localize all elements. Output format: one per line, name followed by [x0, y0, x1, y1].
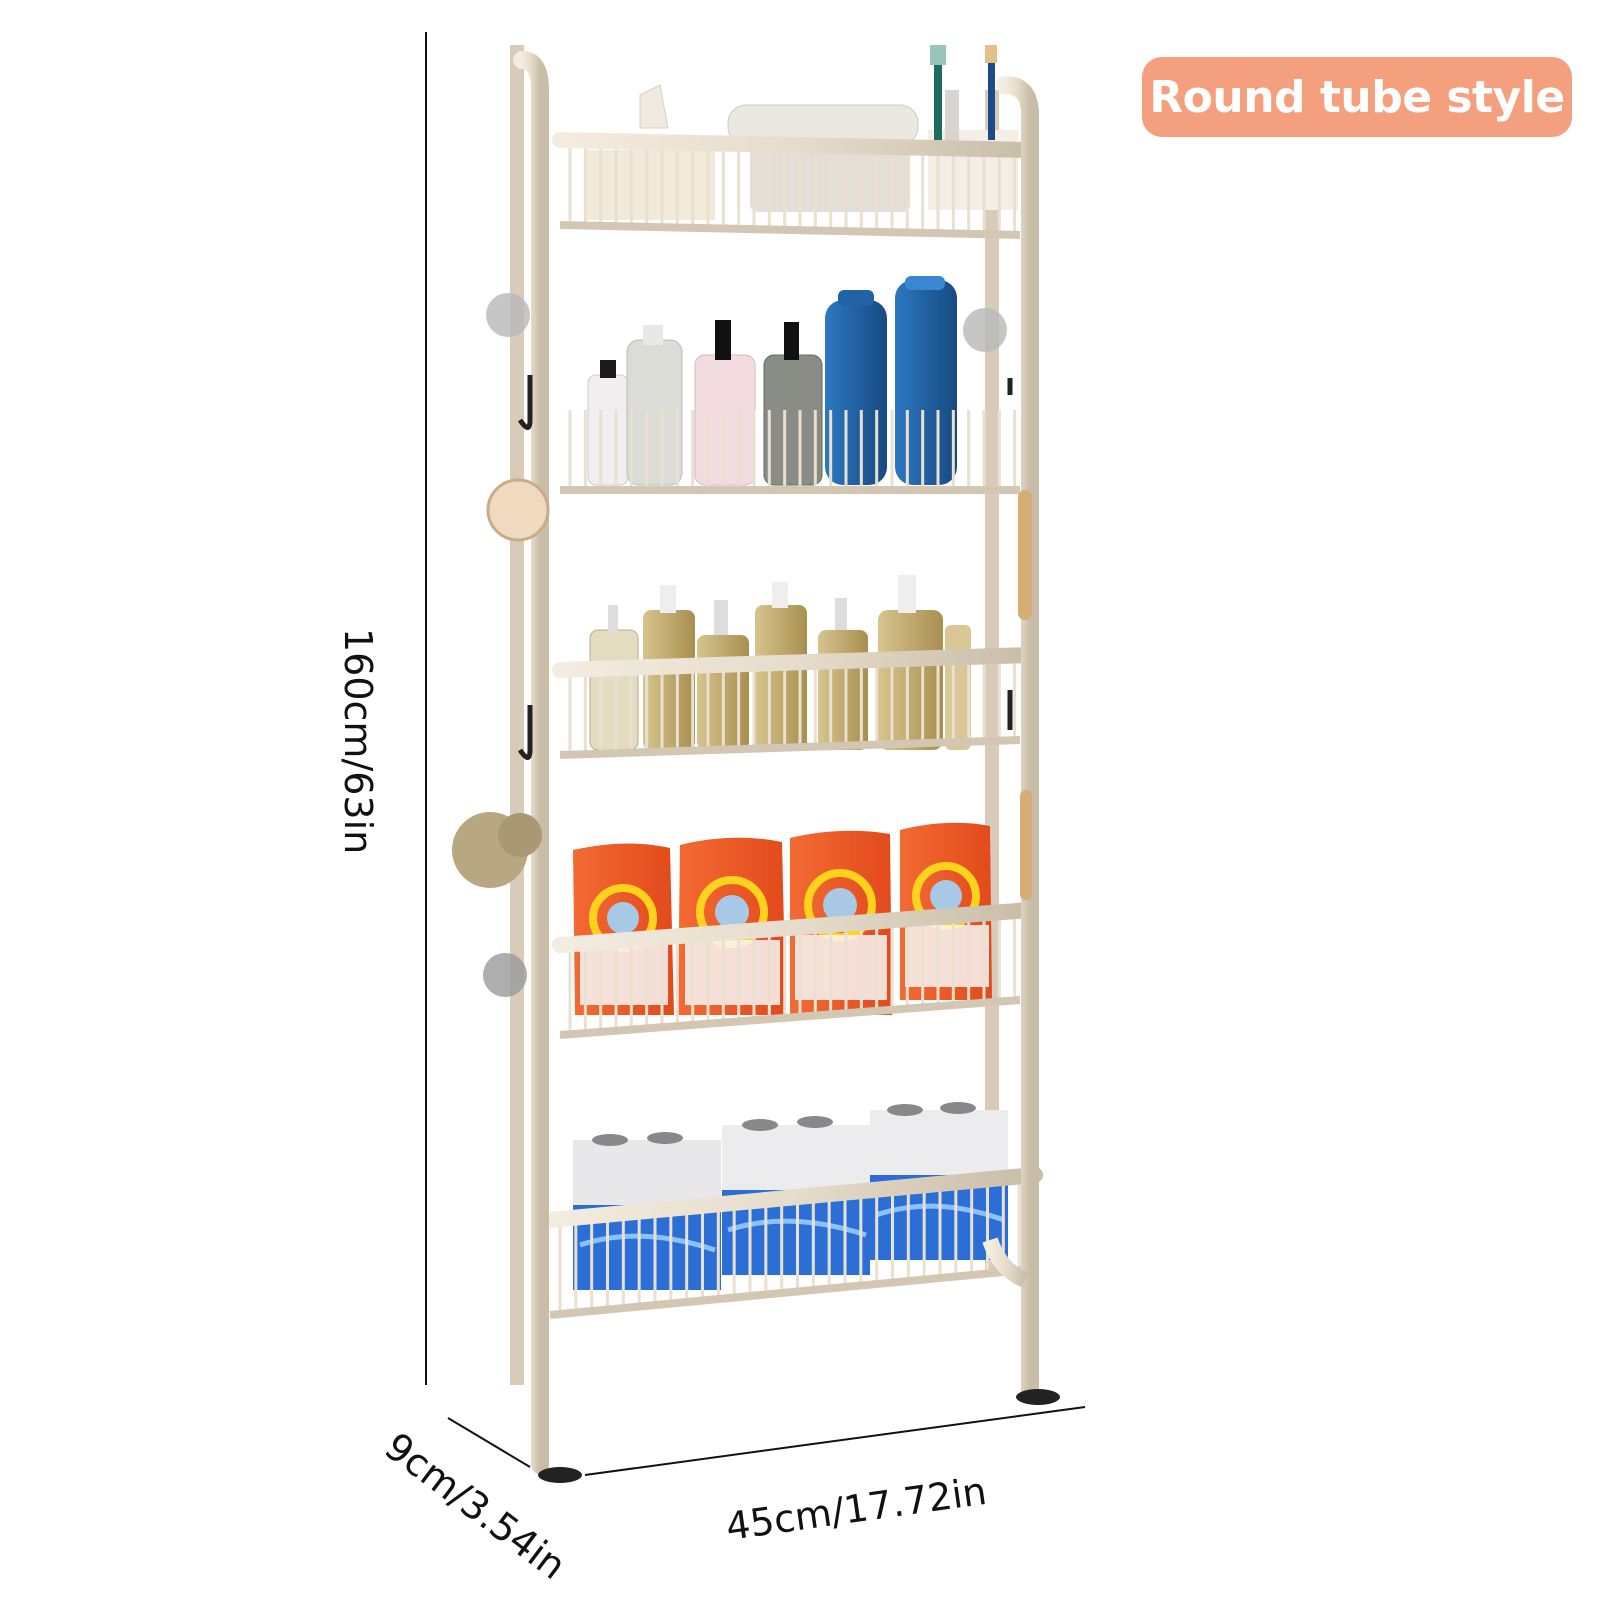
width-dimension-label: 45cm/17.72in [723, 1469, 989, 1549]
second-shelf-items [587, 276, 957, 486]
wire-baskets [542, 132, 1043, 1319]
shelf-frame-front [513, 51, 1039, 1474]
wire-basket [552, 402, 1038, 494]
bath-sponge-icon [452, 478, 1032, 900]
height-dimension-label: 160cm/63in [336, 628, 380, 854]
dimension-lines [425, 32, 1086, 1476]
shelf-feet [538, 1389, 1060, 1483]
toothbrush-icon [930, 45, 997, 145]
wire-basket [552, 132, 1038, 239]
wire-basket [542, 1167, 1043, 1319]
detergent-bag [573, 843, 674, 1015]
hook-icon [517, 375, 1013, 760]
round-tube-style-badge: Round tube style [1142, 57, 1572, 137]
suction-cup-icon [483, 293, 1007, 997]
